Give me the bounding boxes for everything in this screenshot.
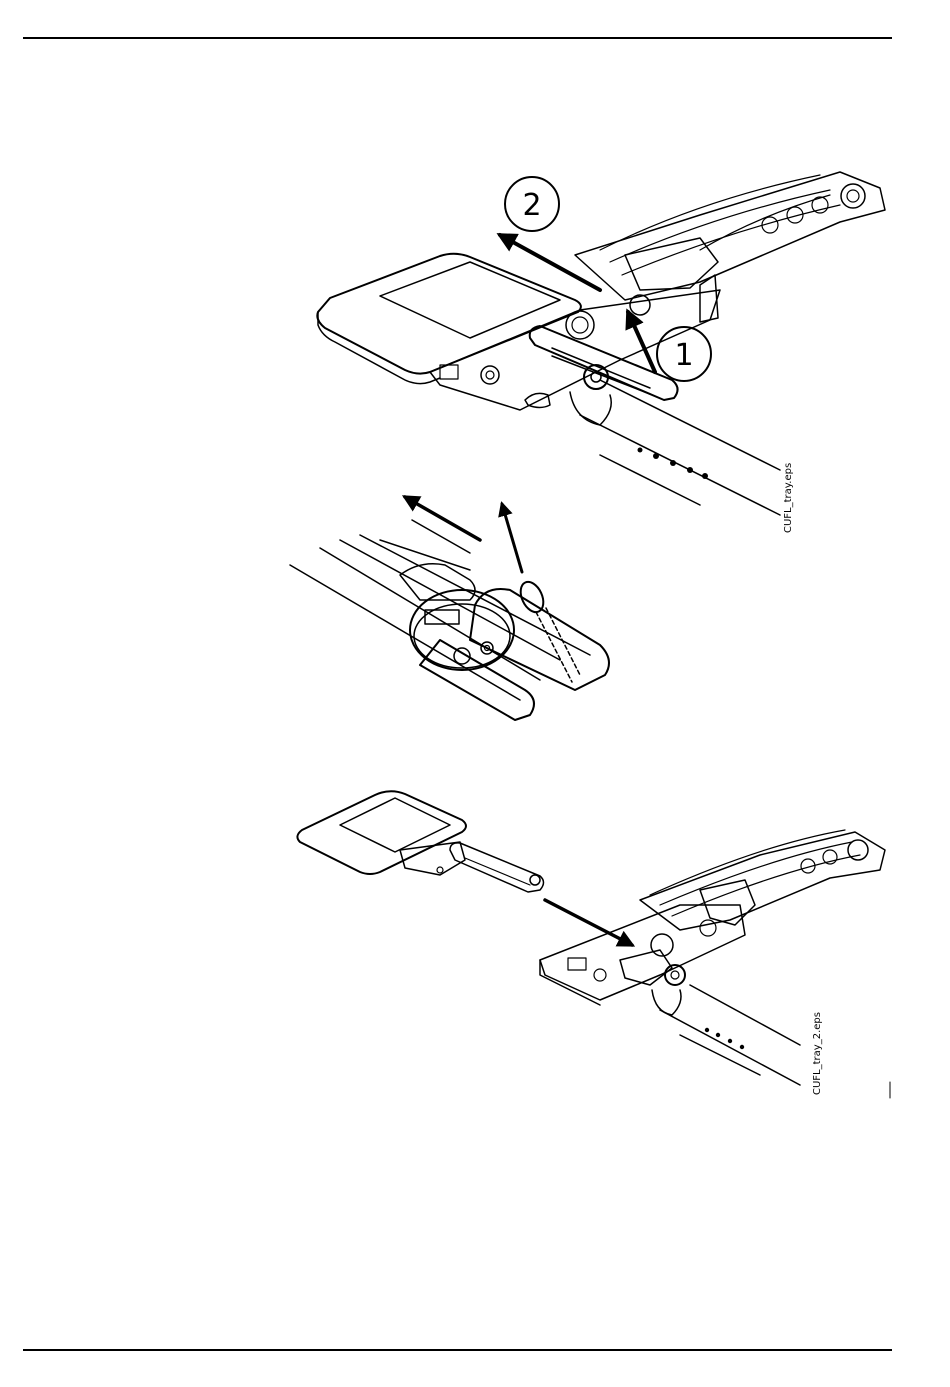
instrument-arm [575,172,885,322]
knob [410,590,514,670]
figure-2-file-label: CUFL_tray_2.eps [812,1012,823,1095]
tray-detached [297,791,543,892]
figure-remove-tray: 1 2 CUFL_tray.eps [317,172,885,533]
figure-screw-detail [290,497,609,720]
step-indicators: 1 2 [500,177,711,381]
instrument-arm-2 [640,830,885,930]
tray-support-2 [540,905,745,1005]
figure-attach-tray: CUFL_tray_2.eps [297,791,890,1098]
arm-rails-2 [652,985,800,1085]
arrow-slide-out [405,497,480,540]
arrow-insert [545,900,632,945]
slide-bar [530,326,678,400]
arrow-lift-screw [502,504,522,572]
arm-rails [570,380,780,515]
step-2-number: 2 [522,188,541,223]
step-1-number: 1 [674,338,693,373]
figure-1-file-label: CUFL_tray.eps [783,463,794,533]
